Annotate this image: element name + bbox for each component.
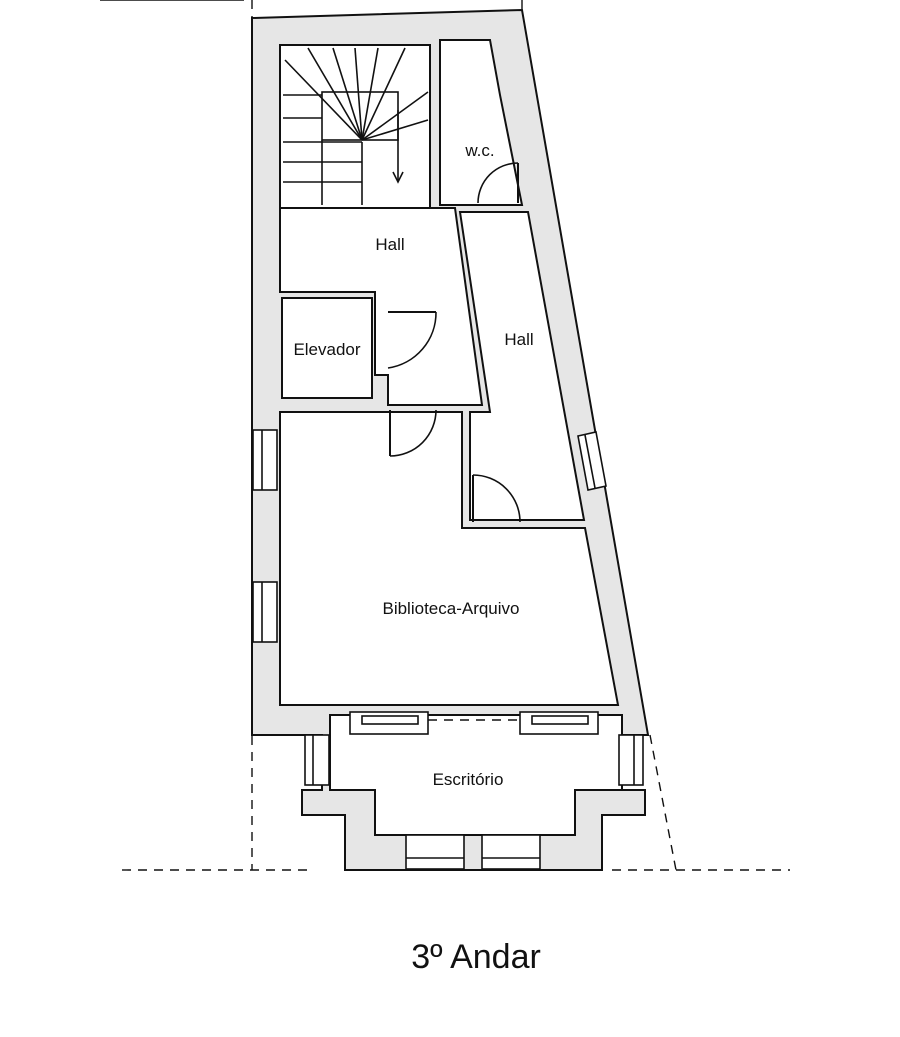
label-hall-upper: Hall <box>375 235 404 254</box>
sliding-partition <box>349 711 599 735</box>
elevador-room <box>281 297 373 399</box>
label-wc: w.c. <box>464 141 494 160</box>
staircase <box>283 47 429 205</box>
label-escritorio: Escritório <box>433 770 504 789</box>
door-hall-right <box>472 474 521 523</box>
label-hall-right: Hall <box>504 330 533 349</box>
door-wc <box>477 162 519 204</box>
hall-upper-room <box>279 207 484 406</box>
hall-right-room <box>458 211 586 521</box>
biblioteca-room <box>279 411 620 706</box>
wc-room <box>439 39 524 206</box>
label-biblioteca: Biblioteca-Arquivo <box>382 599 519 618</box>
door-biblioteca <box>389 409 437 457</box>
floor-caption: 3º Andar <box>411 938 541 976</box>
windows <box>252 429 644 870</box>
door-elevador <box>374 311 437 369</box>
label-elevador: Elevador <box>293 340 360 359</box>
